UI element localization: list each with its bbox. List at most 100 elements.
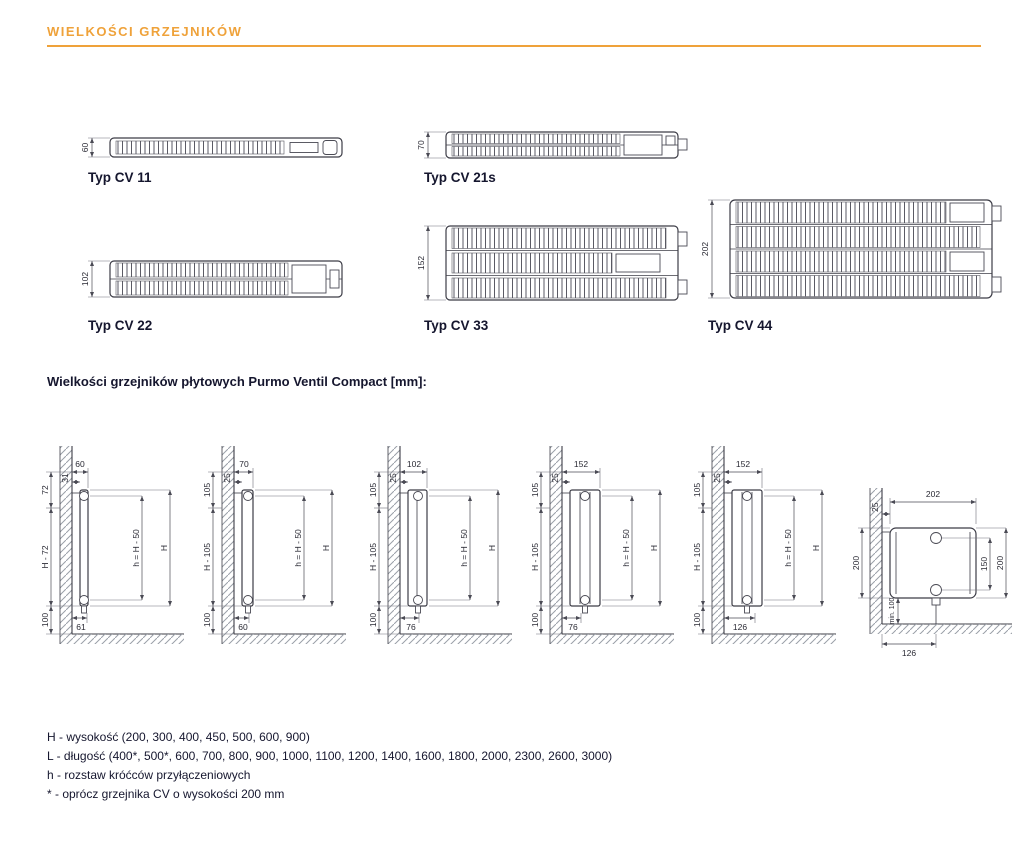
dim-bottom-width: 61	[76, 622, 86, 632]
dim-depth: 202	[700, 242, 710, 256]
dim-top-segment: 105	[368, 483, 378, 497]
cross-section-cv44: 202	[700, 199, 1002, 299]
radiator	[72, 489, 89, 614]
dim-height: H	[321, 545, 331, 551]
radiator	[234, 489, 254, 614]
type-label-cv11: Typ CV 11	[88, 170, 152, 185]
side-view-cv22: 102 25 105 H - 105 100 h = H - 50 H 76	[368, 446, 512, 644]
radiator	[400, 489, 428, 614]
dim-height-right: 200	[995, 556, 1005, 570]
floor	[724, 633, 836, 644]
wall	[869, 488, 883, 634]
page-title: WIELKOŚCI GRZEJNIKÓW	[47, 24, 243, 39]
dim-bottom-width: 126	[733, 622, 747, 632]
dim-depth: 70	[239, 459, 249, 469]
side-view-cv33: 152 25 105 H - 105 100 h = H - 50 H 76	[530, 446, 674, 644]
type-label-cv21s: Typ CV 21s	[424, 170, 496, 185]
dim-depth: 152	[416, 256, 426, 270]
dimensions: 60 31 72 H - 72 100 h = H - 50 H 61	[40, 459, 172, 635]
legend: H - wysokość (200, 300, 400, 450, 500, 6…	[47, 728, 612, 804]
cross-section-cv11: 60	[80, 137, 343, 158]
dim-body-segment: H - 105	[368, 543, 378, 571]
dim-offset: 25	[222, 473, 232, 483]
floor	[562, 633, 674, 644]
dimensions: 70 25 105 H - 105 100 h = H - 50 H 60	[202, 459, 334, 635]
wall	[387, 446, 401, 644]
radiator	[562, 489, 601, 614]
cross-section-cv21s: 70	[416, 131, 688, 159]
dim-depth: 202	[926, 489, 940, 499]
dim-pipe-spacing: h = H - 50	[621, 529, 631, 567]
dim-floor-clearance: 100	[40, 613, 50, 627]
dim-bottom-width: 76	[568, 622, 578, 632]
dim-pipe-spacing: 150	[979, 557, 989, 571]
dim-depth: 70	[416, 140, 426, 150]
dim-top-segment: 105	[530, 483, 540, 497]
corner-detail: 202 25 200 150 200 min. 100 126	[851, 488, 1012, 658]
dim-offset: 25	[550, 473, 560, 483]
dim-height: H	[159, 545, 169, 551]
dim-offset: 25	[870, 502, 880, 512]
dim-bottom-width: 76	[406, 622, 416, 632]
dim-depth: 152	[574, 459, 588, 469]
wall	[711, 446, 725, 644]
wall	[59, 446, 73, 644]
dim-body-segment: H - 72	[40, 545, 50, 568]
floor	[234, 633, 346, 644]
dim-floor-clearance: 100	[530, 613, 540, 627]
dim-depth: 60	[80, 143, 90, 153]
dimensions: 202 25 200 150 200 min. 100 126	[851, 489, 1008, 658]
dim-depth: 102	[407, 459, 421, 469]
dim-height: H	[649, 545, 659, 551]
wall	[221, 446, 235, 644]
floor	[72, 633, 184, 644]
section-title: Wielkości grzejników płytowych Purmo Ven…	[47, 374, 427, 389]
cross-section-cv33: 152	[416, 225, 688, 301]
dim-pipe-spacing: h = H - 50	[783, 529, 793, 567]
dim-top-segment: 105	[202, 483, 212, 497]
floor	[400, 633, 512, 644]
dim-pipe-spacing: h = H - 50	[293, 529, 303, 567]
legend-length: L - długość (400*, 500*, 600, 700, 800, …	[47, 749, 613, 763]
dim-body-segment: H - 105	[202, 543, 212, 571]
radiator	[724, 489, 763, 614]
dim-floor-clearance: 100	[692, 613, 702, 627]
legend-footnote: * - oprócz grzejnika CV o wysokości 200 …	[47, 787, 285, 801]
side-view-cv11: 60 31 72 H - 72 100 h = H - 50 H 61	[40, 446, 184, 644]
side-view-cv44: 152 25 105 H - 105 100 h = H - 50 H 126	[692, 446, 836, 644]
dim-depth: 102	[80, 272, 90, 286]
dim-top-segment: 72	[40, 485, 50, 495]
dim-top-segment: 105	[692, 483, 702, 497]
floor	[882, 623, 1012, 634]
dimensions: 102 25 105 H - 105 100 h = H - 50 H 76	[368, 459, 500, 635]
legend-height: H - wysokość (200, 300, 400, 450, 500, 6…	[47, 730, 310, 744]
dim-depth: 152	[736, 459, 750, 469]
radiator	[882, 527, 977, 624]
cross-section-cv22: 102	[80, 260, 343, 298]
dim-body-segment: H - 105	[530, 543, 540, 571]
dim-height-left: 200	[851, 556, 861, 570]
dim-floor-clearance: 100	[368, 613, 378, 627]
dim-offset: 25	[712, 473, 722, 483]
dim-offset: 25	[388, 473, 398, 483]
dim-height: H	[487, 545, 497, 551]
dimensions: 152 25 105 H - 105 100 h = H - 50 H 76	[530, 459, 662, 635]
dim-height: H	[811, 545, 821, 551]
wall	[549, 446, 563, 644]
dim-offset: 31	[60, 473, 70, 483]
type-label-cv33: Typ CV 33	[424, 318, 489, 333]
title-underline	[47, 45, 981, 47]
dim-pipe-spacing: h = H - 50	[131, 529, 141, 567]
dim-floor-clearance: 100	[202, 613, 212, 627]
dim-floor-clearance: min. 100	[889, 597, 896, 624]
type-label-cv44: Typ CV 44	[708, 318, 773, 333]
dim-body-segment: H - 105	[692, 543, 702, 571]
dim-pipe-spacing: h = H - 50	[459, 529, 469, 567]
type-label-cv22: Typ CV 22	[88, 318, 153, 333]
side-view-cv21s: 70 25 105 H - 105 100 h = H - 50 H 60	[202, 446, 346, 644]
dim-depth: 60	[75, 459, 85, 469]
dim-bottom-width: 60	[238, 622, 248, 632]
legend-pipe-spacing: h - rozstaw króćców przyłączeniowych	[47, 768, 251, 782]
dim-bottom-width: 126	[902, 648, 916, 658]
